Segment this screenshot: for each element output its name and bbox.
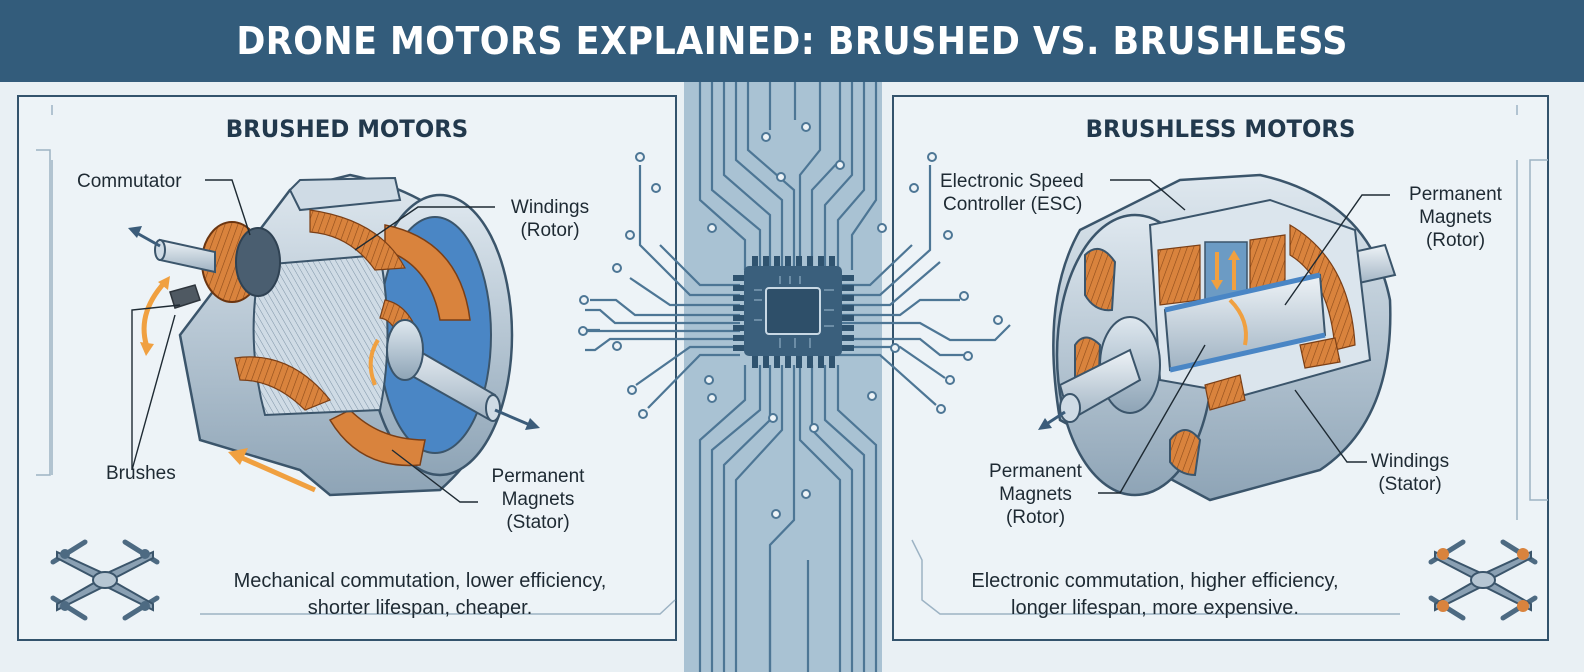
label-line: Magnets bbox=[999, 484, 1072, 505]
summary-line: Electronic commutation, higher efficienc… bbox=[971, 570, 1339, 592]
label-line: Magnets bbox=[501, 489, 575, 510]
label-line: (Stator) bbox=[1378, 474, 1442, 495]
label-line: (Rotor) bbox=[1425, 230, 1486, 251]
label-brushes: Brushes bbox=[106, 463, 176, 484]
label-esc: Electronic Speed Controller (ESC) bbox=[940, 170, 1084, 216]
circuit-strip bbox=[684, 82, 882, 672]
label-line: Windings bbox=[510, 197, 590, 218]
brushless-heading: BRUSHLESS MOTORS bbox=[1085, 115, 1356, 143]
label-line: (Stator) bbox=[506, 512, 570, 533]
brushed-heading: BRUSHED MOTORS bbox=[225, 115, 469, 143]
title-banner: DRONE MOTORS EXPLAINED: BRUSHED VS. BRUS… bbox=[0, 0, 1584, 82]
label-line: Windings bbox=[1370, 451, 1450, 472]
label-line: Magnets bbox=[1419, 207, 1492, 228]
label-permanent-magnets-rotor-top: Permanent Magnets (Rotor) bbox=[1393, 183, 1518, 252]
label-windings-rotor: Windings (Rotor) bbox=[500, 196, 600, 242]
label-line: Permanent bbox=[989, 461, 1082, 482]
label-line: Permanent bbox=[1409, 184, 1502, 205]
brushed-summary: Mechanical commutation, lower efficiency… bbox=[185, 568, 655, 622]
label-windings-stator: Windings (Stator) bbox=[1360, 450, 1460, 496]
label-line: (Rotor) bbox=[520, 220, 580, 241]
label-line: Permanent bbox=[491, 466, 585, 487]
brushless-summary: Electronic commutation, higher efficienc… bbox=[925, 568, 1385, 622]
page-title: DRONE MOTORS EXPLAINED: BRUSHED VS. BRUS… bbox=[236, 19, 1348, 63]
label-line: (Rotor) bbox=[1005, 507, 1066, 528]
label-line: Controller (ESC) bbox=[943, 194, 1083, 215]
summary-line: longer lifespan, more expensive. bbox=[1011, 597, 1299, 619]
summary-line: Mechanical commutation, lower efficiency… bbox=[233, 570, 607, 592]
label-line: Electronic Speed bbox=[940, 171, 1084, 192]
label-permanent-magnets-stator: Permanent Magnets (Stator) bbox=[478, 465, 598, 534]
label-permanent-magnets-rotor-bottom: Permanent Magnets (Rotor) bbox=[978, 460, 1093, 529]
label-commutator: Commutator bbox=[77, 171, 182, 192]
summary-line: shorter lifespan, cheaper. bbox=[307, 597, 533, 619]
